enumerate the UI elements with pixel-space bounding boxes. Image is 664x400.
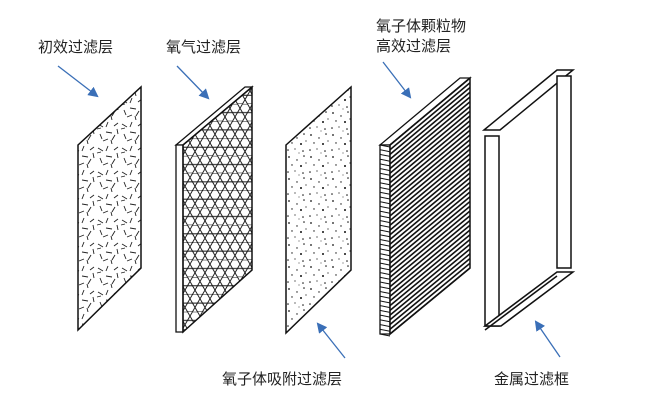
label-particle-filter-line2: 高效过滤层 <box>376 37 452 55</box>
adsorption-filter-panel <box>285 85 352 335</box>
label-metal-frame: 金属过滤框 <box>494 370 570 388</box>
particle-filter-panel <box>378 76 472 337</box>
metal-frame-panel <box>481 69 576 331</box>
arrow-icon <box>57 65 99 98</box>
oxygen-filter-panel <box>174 85 254 334</box>
label-particle-filter-line1: 氧子体颗粒物 <box>376 17 467 35</box>
label-primary-filter: 初效过滤层 <box>38 38 114 56</box>
label-adsorption-filter: 氧子体吸附过滤层 <box>222 370 343 388</box>
label-oxygen-filter: 氧气过滤层 <box>166 38 242 56</box>
arrow-icon <box>176 65 210 100</box>
arrow-icon <box>534 320 561 358</box>
primary-filter-panel <box>77 85 142 332</box>
arrow-icon <box>316 322 346 359</box>
arrow-icon <box>382 61 412 99</box>
